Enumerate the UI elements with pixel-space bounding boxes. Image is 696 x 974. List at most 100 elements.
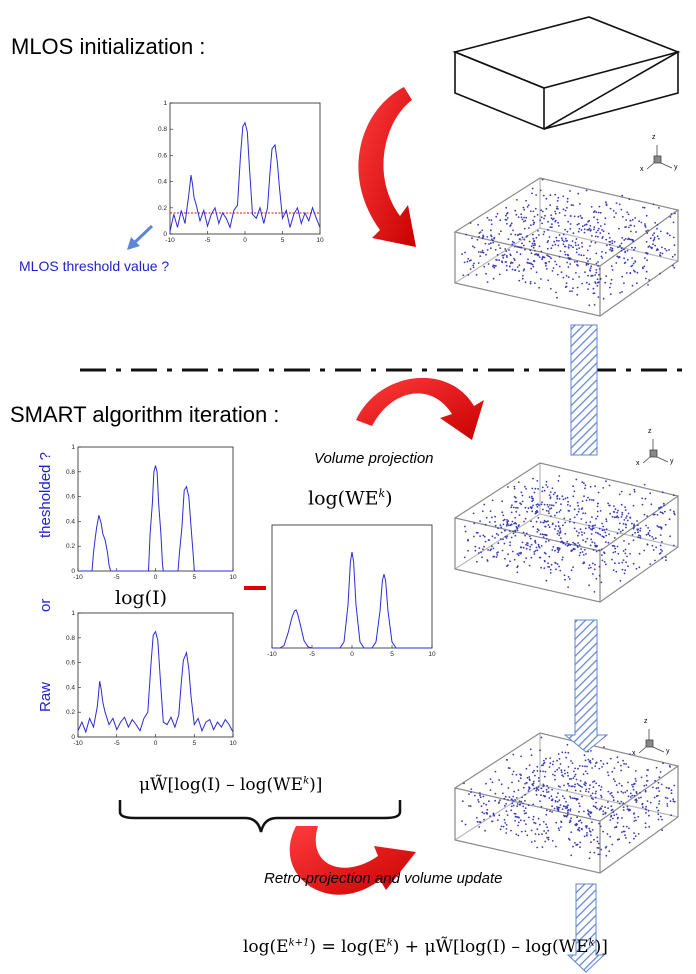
particle xyxy=(547,562,549,565)
particle xyxy=(503,253,506,256)
particle xyxy=(481,510,484,513)
particle xyxy=(661,541,663,543)
particle xyxy=(659,534,662,536)
particle xyxy=(473,262,475,265)
particle xyxy=(670,789,673,792)
particle xyxy=(578,554,581,557)
particle xyxy=(672,236,675,239)
particle xyxy=(573,490,576,493)
particle xyxy=(551,798,554,801)
particle xyxy=(566,789,569,791)
particle xyxy=(547,255,550,257)
particle xyxy=(670,213,673,215)
particle xyxy=(644,257,646,259)
particle xyxy=(660,548,662,551)
particle xyxy=(657,813,660,816)
particle xyxy=(479,520,481,522)
particle xyxy=(592,287,595,290)
particle xyxy=(601,237,604,240)
particle xyxy=(531,510,534,513)
particle xyxy=(585,825,588,827)
particle xyxy=(569,505,572,507)
particle xyxy=(593,216,595,219)
particle xyxy=(593,228,595,231)
particle xyxy=(472,512,475,515)
correction-text: μW̃[log(I) – log(WE xyxy=(139,775,304,795)
particle xyxy=(604,806,606,809)
particle xyxy=(529,282,532,285)
particle xyxy=(558,240,560,242)
particle xyxy=(525,767,528,770)
particle xyxy=(483,535,486,538)
particle xyxy=(637,528,640,531)
particle xyxy=(556,548,559,551)
particle xyxy=(547,524,550,526)
particle xyxy=(538,245,541,248)
particle xyxy=(512,770,515,773)
particle xyxy=(547,838,550,841)
particle xyxy=(645,241,648,243)
particle xyxy=(612,551,615,554)
particle xyxy=(591,499,593,501)
axis-z-label-1: z xyxy=(652,134,656,141)
update-b-sup: k xyxy=(386,937,393,949)
particle xyxy=(469,268,472,270)
particle xyxy=(545,480,548,483)
particle xyxy=(598,205,601,208)
particle xyxy=(588,584,590,587)
particle xyxy=(638,534,640,537)
particle xyxy=(514,820,516,822)
particle xyxy=(502,514,505,517)
particle xyxy=(498,779,500,781)
particle xyxy=(471,237,473,240)
particle xyxy=(614,547,617,550)
particle xyxy=(575,251,578,254)
particle xyxy=(472,245,474,248)
particle xyxy=(550,515,552,517)
particle xyxy=(530,754,533,757)
particle xyxy=(577,542,579,544)
particle xyxy=(664,523,667,526)
particle xyxy=(534,207,537,210)
particle xyxy=(555,511,558,514)
particle xyxy=(612,811,615,814)
particle xyxy=(520,246,523,249)
particle xyxy=(583,495,585,498)
particle xyxy=(642,206,644,209)
particle xyxy=(627,213,630,216)
particle xyxy=(522,220,525,223)
particle xyxy=(656,227,658,230)
init-curved-arrow xyxy=(358,87,416,247)
particle xyxy=(607,502,609,505)
particle xyxy=(530,841,533,843)
particle xyxy=(470,788,473,790)
particle xyxy=(587,228,590,231)
particle xyxy=(546,503,549,506)
retro-projection-curved-arrow xyxy=(289,826,416,895)
threshold-pointer-arrow xyxy=(127,224,154,250)
particle xyxy=(549,504,551,506)
particle xyxy=(633,816,636,819)
particle xyxy=(589,784,591,786)
particle xyxy=(524,807,527,809)
particle xyxy=(536,480,539,482)
particle xyxy=(540,503,543,506)
particle xyxy=(549,810,551,813)
particle xyxy=(646,252,649,255)
particle xyxy=(550,247,553,250)
particle xyxy=(510,805,513,808)
or-vertical-label: or xyxy=(37,598,54,612)
particle xyxy=(538,823,541,826)
particle xyxy=(669,535,671,538)
particle xyxy=(463,556,466,559)
particle xyxy=(649,563,652,565)
particle xyxy=(564,772,566,775)
particle xyxy=(580,518,583,520)
particle xyxy=(632,539,635,542)
mlos-initialization-heading: MLOS initialization : xyxy=(11,34,206,59)
particle-cloud-1 xyxy=(461,178,676,307)
particle xyxy=(487,549,489,551)
particle xyxy=(668,765,671,767)
particle xyxy=(578,508,581,510)
particle xyxy=(564,214,566,217)
